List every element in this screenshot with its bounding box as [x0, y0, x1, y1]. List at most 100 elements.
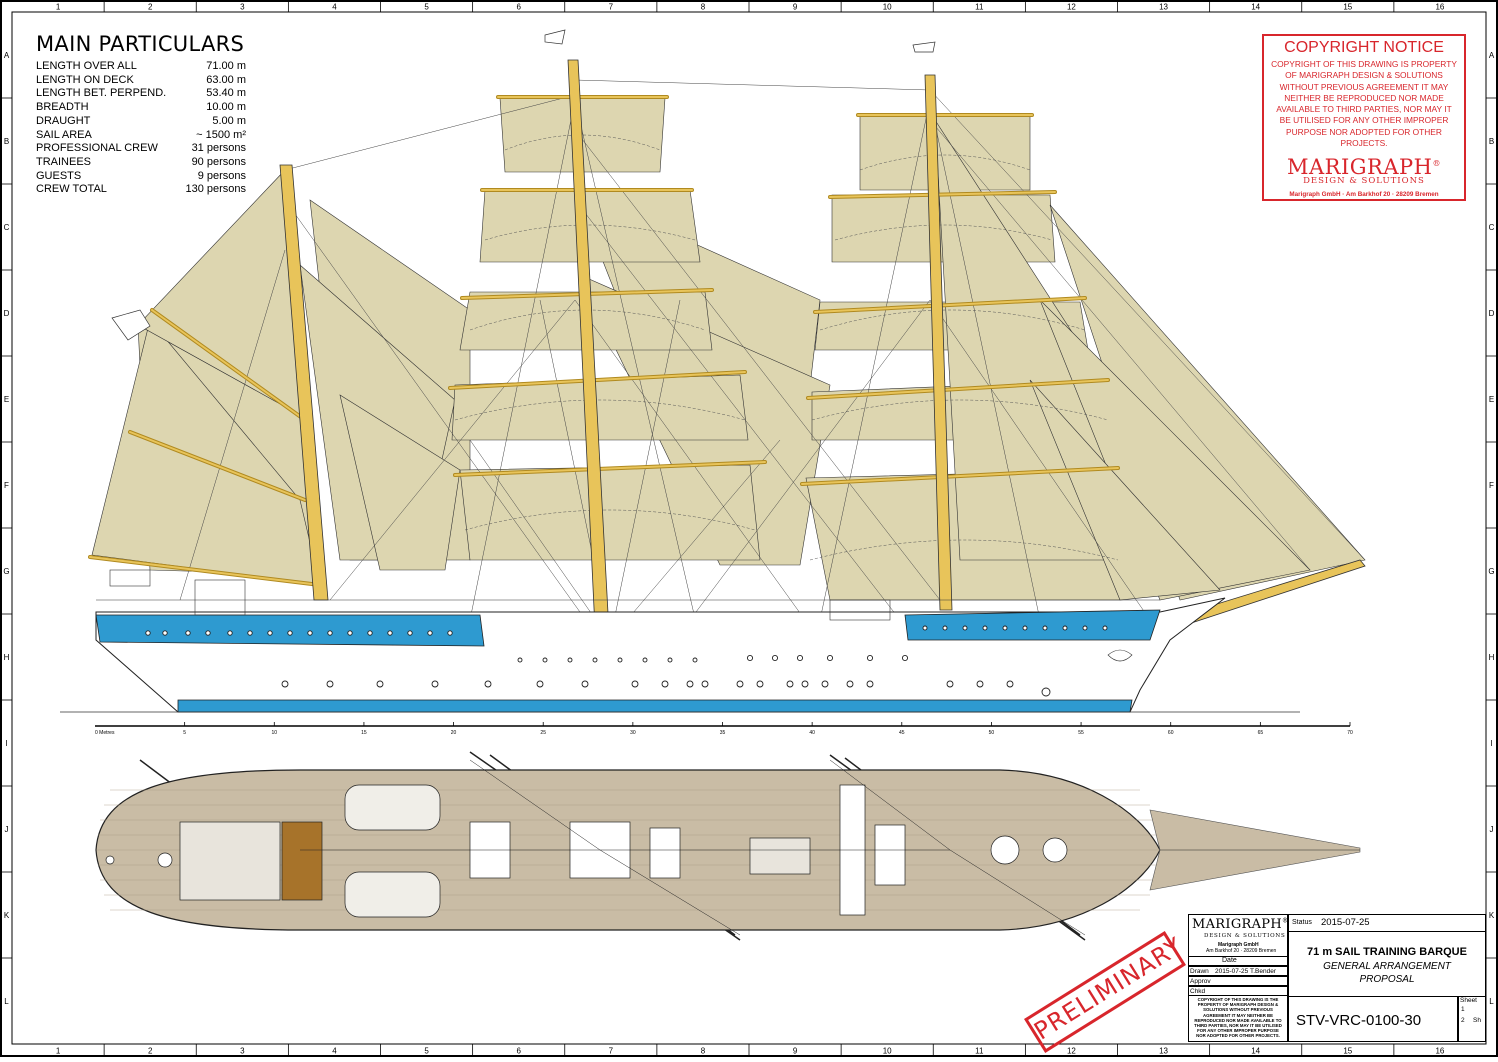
copyright-line: OF MARIGRAPH DESIGN & SOLUTIONS: [1285, 70, 1443, 81]
particulars-value: 71.00 m: [206, 60, 246, 72]
grid-row-label-right: A: [1489, 51, 1495, 60]
grid-row-label-left: H: [4, 653, 10, 662]
copyright-line: AVAILABLE TO THIRD PARTIES, NOR MAY IT: [1276, 104, 1452, 115]
grid-column-label-top: 16: [1435, 3, 1444, 12]
main-upper-topgallant: [479, 189, 701, 263]
title-block-company: Marigraph GmbH: [1218, 942, 1259, 948]
scale-tick-label: 35: [720, 730, 726, 736]
grid-column-label-bottom: 4: [332, 1047, 337, 1056]
grid-column-label-bottom: 2: [148, 1047, 153, 1056]
grid-row-label-left: F: [4, 481, 9, 490]
grid-column-label-top: 4: [332, 3, 337, 12]
particulars-label: LENGTH BET. PERPEND.: [36, 87, 167, 100]
copyright-address: Marigraph GmbH · Am Barkhof 20 · 28209 B…: [1289, 191, 1439, 199]
particulars-value: 53.40 m: [206, 87, 246, 100]
inner-jib: [1039, 299, 1311, 601]
hull-blue-band-fwd: [904, 609, 1161, 641]
approval-label: Approv: [1190, 977, 1211, 985]
marigraph-logo: MARIGRAPH®: [1287, 155, 1441, 180]
particulars-value: 63.00 m: [206, 73, 246, 86]
yards-highlight: [89, 96, 1119, 586]
date-header: Date: [1222, 957, 1237, 964]
grid-column-label-top: 11: [975, 3, 984, 12]
deck-plan: [95, 751, 1361, 941]
particulars-label: TRAINEES: [36, 155, 92, 168]
sail-seams: [454, 134, 1119, 561]
boot-top-stripe: [177, 699, 1133, 713]
particulars-value: 9 persons: [197, 169, 246, 182]
grid-column-label-bottom: 11: [975, 1047, 984, 1056]
scale-tick-label: 70: [1347, 730, 1353, 736]
grid-column-label-bottom: 5: [424, 1047, 429, 1056]
grid-column-label-top: 8: [701, 3, 706, 12]
scale-unit-label: 0 Metres: [95, 730, 115, 736]
particulars-label: LENGTH ON DECK: [36, 73, 134, 86]
particulars-label: DRAUGHT: [36, 114, 91, 127]
grid-row-label-left: K: [4, 911, 10, 920]
title-block-logo-sub: DESIGN & SOLUTIONS: [1204, 933, 1286, 939]
grid-row-label-right: H: [1489, 653, 1495, 662]
fore-mast: [924, 74, 953, 611]
particulars-title: MAIN PARTICULARS: [36, 32, 245, 56]
copyright-line: PROJECTS.: [1340, 138, 1388, 149]
scale-tick-label: 10: [272, 730, 278, 736]
grid-column-label-top: 15: [1343, 3, 1352, 12]
grid-column-label-bottom: 15: [1343, 1047, 1352, 1056]
scale-tick-label: 45: [899, 730, 905, 736]
grid-column-label-top: 7: [609, 3, 614, 12]
copyright-line: NEITHER BE REPRODUCED NOR MADE: [1284, 92, 1444, 103]
scale-tick-label: 55: [1078, 730, 1084, 736]
particulars-value: 10.00 m: [206, 101, 246, 114]
grid-column-label-bottom: 10: [883, 1047, 892, 1056]
grid-row-label-left: G: [3, 567, 9, 576]
approval-row: [1188, 966, 1288, 976]
grid-row-label-right: E: [1489, 395, 1494, 404]
copyright-line: PURPOSE NOR ADOPTED FOR OTHER: [1286, 126, 1442, 137]
scale-tick-label: 5: [183, 730, 186, 736]
portholes: [145, 625, 1108, 697]
approval-row: [1188, 986, 1288, 996]
grid-row-label-right: K: [1489, 911, 1495, 920]
particulars-row: LENGTH ON DECK 63.00 m: [36, 74, 246, 88]
scale-tick-label: 50: [989, 730, 995, 736]
grid-column-label-top: 3: [240, 3, 245, 12]
scale-tick-label: 20: [451, 730, 457, 736]
particulars-value: 130 persons: [185, 183, 246, 196]
main-course: [459, 464, 761, 561]
sheet-total-label: Sh: [1473, 1017, 1481, 1024]
grid-row-label-right: L: [1489, 997, 1494, 1006]
grid-column-label-top: 12: [1067, 3, 1076, 12]
grid-column-label-bottom: 1: [56, 1047, 61, 1056]
drawing-title: 71 m SAIL TRAINING BARQUE: [1307, 946, 1467, 958]
scale-tick-label: 15: [361, 730, 367, 736]
approval-label: Chkd: [1190, 987, 1206, 995]
grid-column-label-top: 6: [516, 3, 521, 12]
approval-name: T.Bender: [1250, 967, 1277, 975]
grid-row-label-left: L: [4, 997, 9, 1006]
grid-row-label-right: J: [1490, 825, 1494, 834]
grid-column-label-top: 9: [793, 3, 798, 12]
grid-column-label-top: 5: [424, 3, 429, 12]
sheet-label: Sheet: [1460, 997, 1477, 1004]
grid-column-label-bottom: 6: [516, 1047, 521, 1056]
particulars-value: 31 persons: [191, 142, 246, 155]
grid-row-label-right: I: [1490, 739, 1492, 748]
grid-column-label-bottom: 14: [1251, 1047, 1260, 1056]
grid-row-label-right: F: [1489, 481, 1494, 490]
sheet-number: 1: [1461, 1006, 1465, 1013]
grid-row-label-left: D: [4, 309, 10, 318]
grid-row-label-right: G: [1488, 567, 1494, 576]
fore-flag: [912, 41, 936, 53]
approval-label: Drawn: [1190, 967, 1209, 975]
masts: [279, 59, 1366, 651]
grid-row-label-left: C: [4, 223, 10, 232]
